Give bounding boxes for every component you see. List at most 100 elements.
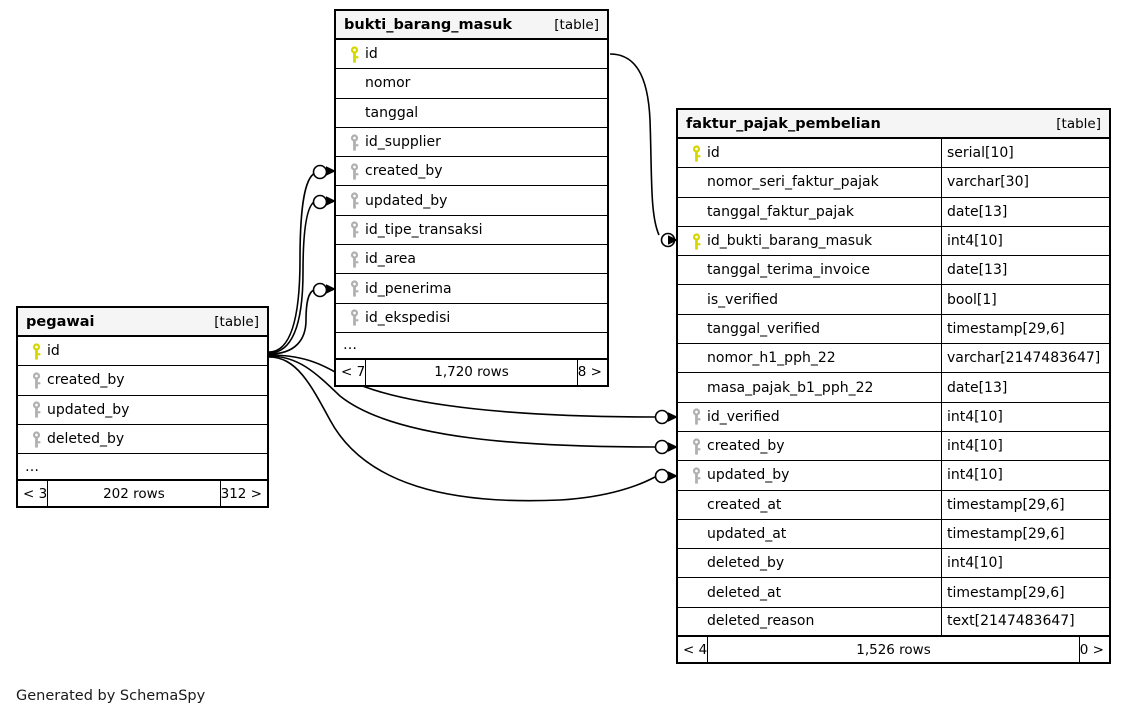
field-name: tanggal_terima_invoice	[707, 262, 870, 279]
foreign-key-icon	[685, 467, 707, 484]
field-name: id	[365, 46, 378, 63]
table-row[interactable]: nomor	[336, 69, 607, 99]
footer-prev-count[interactable]: < 4	[683, 641, 708, 658]
field-name-cell: tanggal	[336, 99, 607, 127]
field-type-cell: timestamp[29,6]	[941, 578, 1109, 607]
field-type-cell: varchar[2147483647]	[941, 344, 1109, 373]
table-footer: < 4 1,526 rows 0 >	[678, 637, 1109, 663]
table-footer: < 3 202 rows 312 >	[18, 481, 267, 507]
field-name: updated_by	[707, 467, 790, 484]
field-name-cell: tanggal_faktur_pajak	[678, 198, 941, 226]
field-type-cell: varchar[30]	[941, 168, 1109, 197]
field-name-cell: nomor_seri_faktur_pajak	[678, 168, 941, 196]
field-name: id_ekspedisi	[365, 309, 451, 326]
field-name-cell: updated_at	[678, 520, 941, 548]
table-row[interactable]: tanggal	[336, 99, 607, 128]
field-name-cell: masa_pajak_b1_pph_22	[678, 373, 941, 401]
table-row[interactable]: updated_by	[18, 396, 267, 425]
field-name: id	[47, 343, 60, 360]
field-name-cell: id	[678, 139, 941, 167]
field-name-cell: id_verified	[678, 403, 941, 431]
table-row[interactable]: id_tipe_transaksi	[336, 216, 607, 246]
field-name-cell: updated_by	[678, 461, 941, 489]
field-name: updated_by	[365, 192, 448, 209]
field-name: tanggal_verified	[707, 320, 821, 337]
field-type-cell: date[13]	[941, 373, 1109, 402]
table-row[interactable]: id serial[10]	[678, 139, 1109, 169]
table-row[interactable]: created_by	[336, 157, 607, 187]
edge-bbm-id-to-faktur-id-bukti-barang-masuk	[609, 53, 660, 236]
primary-key-icon	[343, 46, 365, 63]
field-name-cell: created_by	[678, 432, 941, 460]
field-type: bool[1]	[947, 291, 997, 308]
field-type: int4[10]	[947, 555, 1003, 572]
primary-key-icon	[685, 145, 707, 162]
field-name-cell: updated_by	[336, 186, 607, 214]
field-type: date[13]	[947, 379, 1008, 396]
field-name-cell: deleted_at	[678, 578, 941, 606]
table-row[interactable]: id_supplier	[336, 128, 607, 158]
edge-pegawai-id-to-bbm-id-penerima	[268, 289, 315, 355]
field-name: id_tipe_transaksi	[365, 221, 483, 238]
field-type-cell: serial[10]	[941, 139, 1109, 168]
footer-next-count[interactable]: 312 >	[220, 485, 262, 502]
table-row[interactable]: id	[18, 337, 267, 367]
foreign-key-icon	[343, 192, 365, 209]
field-type-cell: date[13]	[941, 197, 1109, 226]
field-name: nomor	[365, 75, 411, 92]
table-type-tag: [table]	[1056, 115, 1101, 132]
table-row[interactable]: masa_pajak_b1_pph_22 date[13]	[678, 373, 1109, 403]
field-name: id_penerima	[365, 280, 452, 297]
table-row[interactable]: id_area	[336, 245, 607, 275]
table-row[interactable]: id_penerima	[336, 274, 607, 304]
field-type: int4[10]	[947, 438, 1003, 455]
footer-row-count: 1,526 rows	[707, 637, 1080, 663]
footer-prev-count[interactable]: < 7	[341, 364, 366, 381]
table-row[interactable]: deleted_by	[18, 425, 267, 455]
field-name-cell: updated_by	[18, 396, 267, 424]
field-type-cell: text[2147483647]	[941, 607, 1109, 636]
field-type: serial[10]	[947, 145, 1014, 162]
field-name-cell: nomor_h1_pph_22	[678, 344, 941, 372]
field-name-cell: id_penerima	[336, 274, 607, 302]
table-row[interactable]: created_by	[18, 366, 267, 396]
table-row[interactable]: created_by int4[10]	[678, 431, 1109, 462]
field-name: deleted_by	[707, 555, 785, 572]
footer-next-count[interactable]: 0 >	[1079, 641, 1104, 658]
field-type: date[13]	[947, 203, 1008, 220]
foreign-key-icon	[25, 401, 47, 418]
table-row[interactable]: updated_by	[336, 186, 607, 216]
table-row[interactable]: tanggal_terima_invoice date[13]	[678, 256, 1109, 286]
field-name: id_supplier	[365, 134, 441, 151]
table-row[interactable]: deleted_by int4[10]	[678, 549, 1109, 579]
field-type: timestamp[29,6]	[947, 496, 1065, 513]
edge-marker-zero	[312, 164, 328, 180]
table-row[interactable]: id	[336, 40, 607, 70]
table-row[interactable]: tanggal_faktur_pajak date[13]	[678, 197, 1109, 227]
primary-key-icon	[25, 343, 47, 360]
field-type: int4[10]	[947, 408, 1003, 425]
field-name: id_area	[365, 251, 416, 268]
field-name: updated_at	[707, 526, 787, 542]
foreign-key-icon	[343, 251, 365, 268]
table-row[interactable]: id_verified int4[10]	[678, 402, 1109, 432]
table-row[interactable]: id_ekspedisi	[336, 304, 607, 333]
field-type-cell: timestamp[29,6]	[941, 490, 1109, 519]
field-type: date[13]	[947, 262, 1008, 279]
footer-next-count[interactable]: 8 >	[577, 364, 602, 381]
footer-prev-count[interactable]: < 3	[23, 485, 48, 502]
